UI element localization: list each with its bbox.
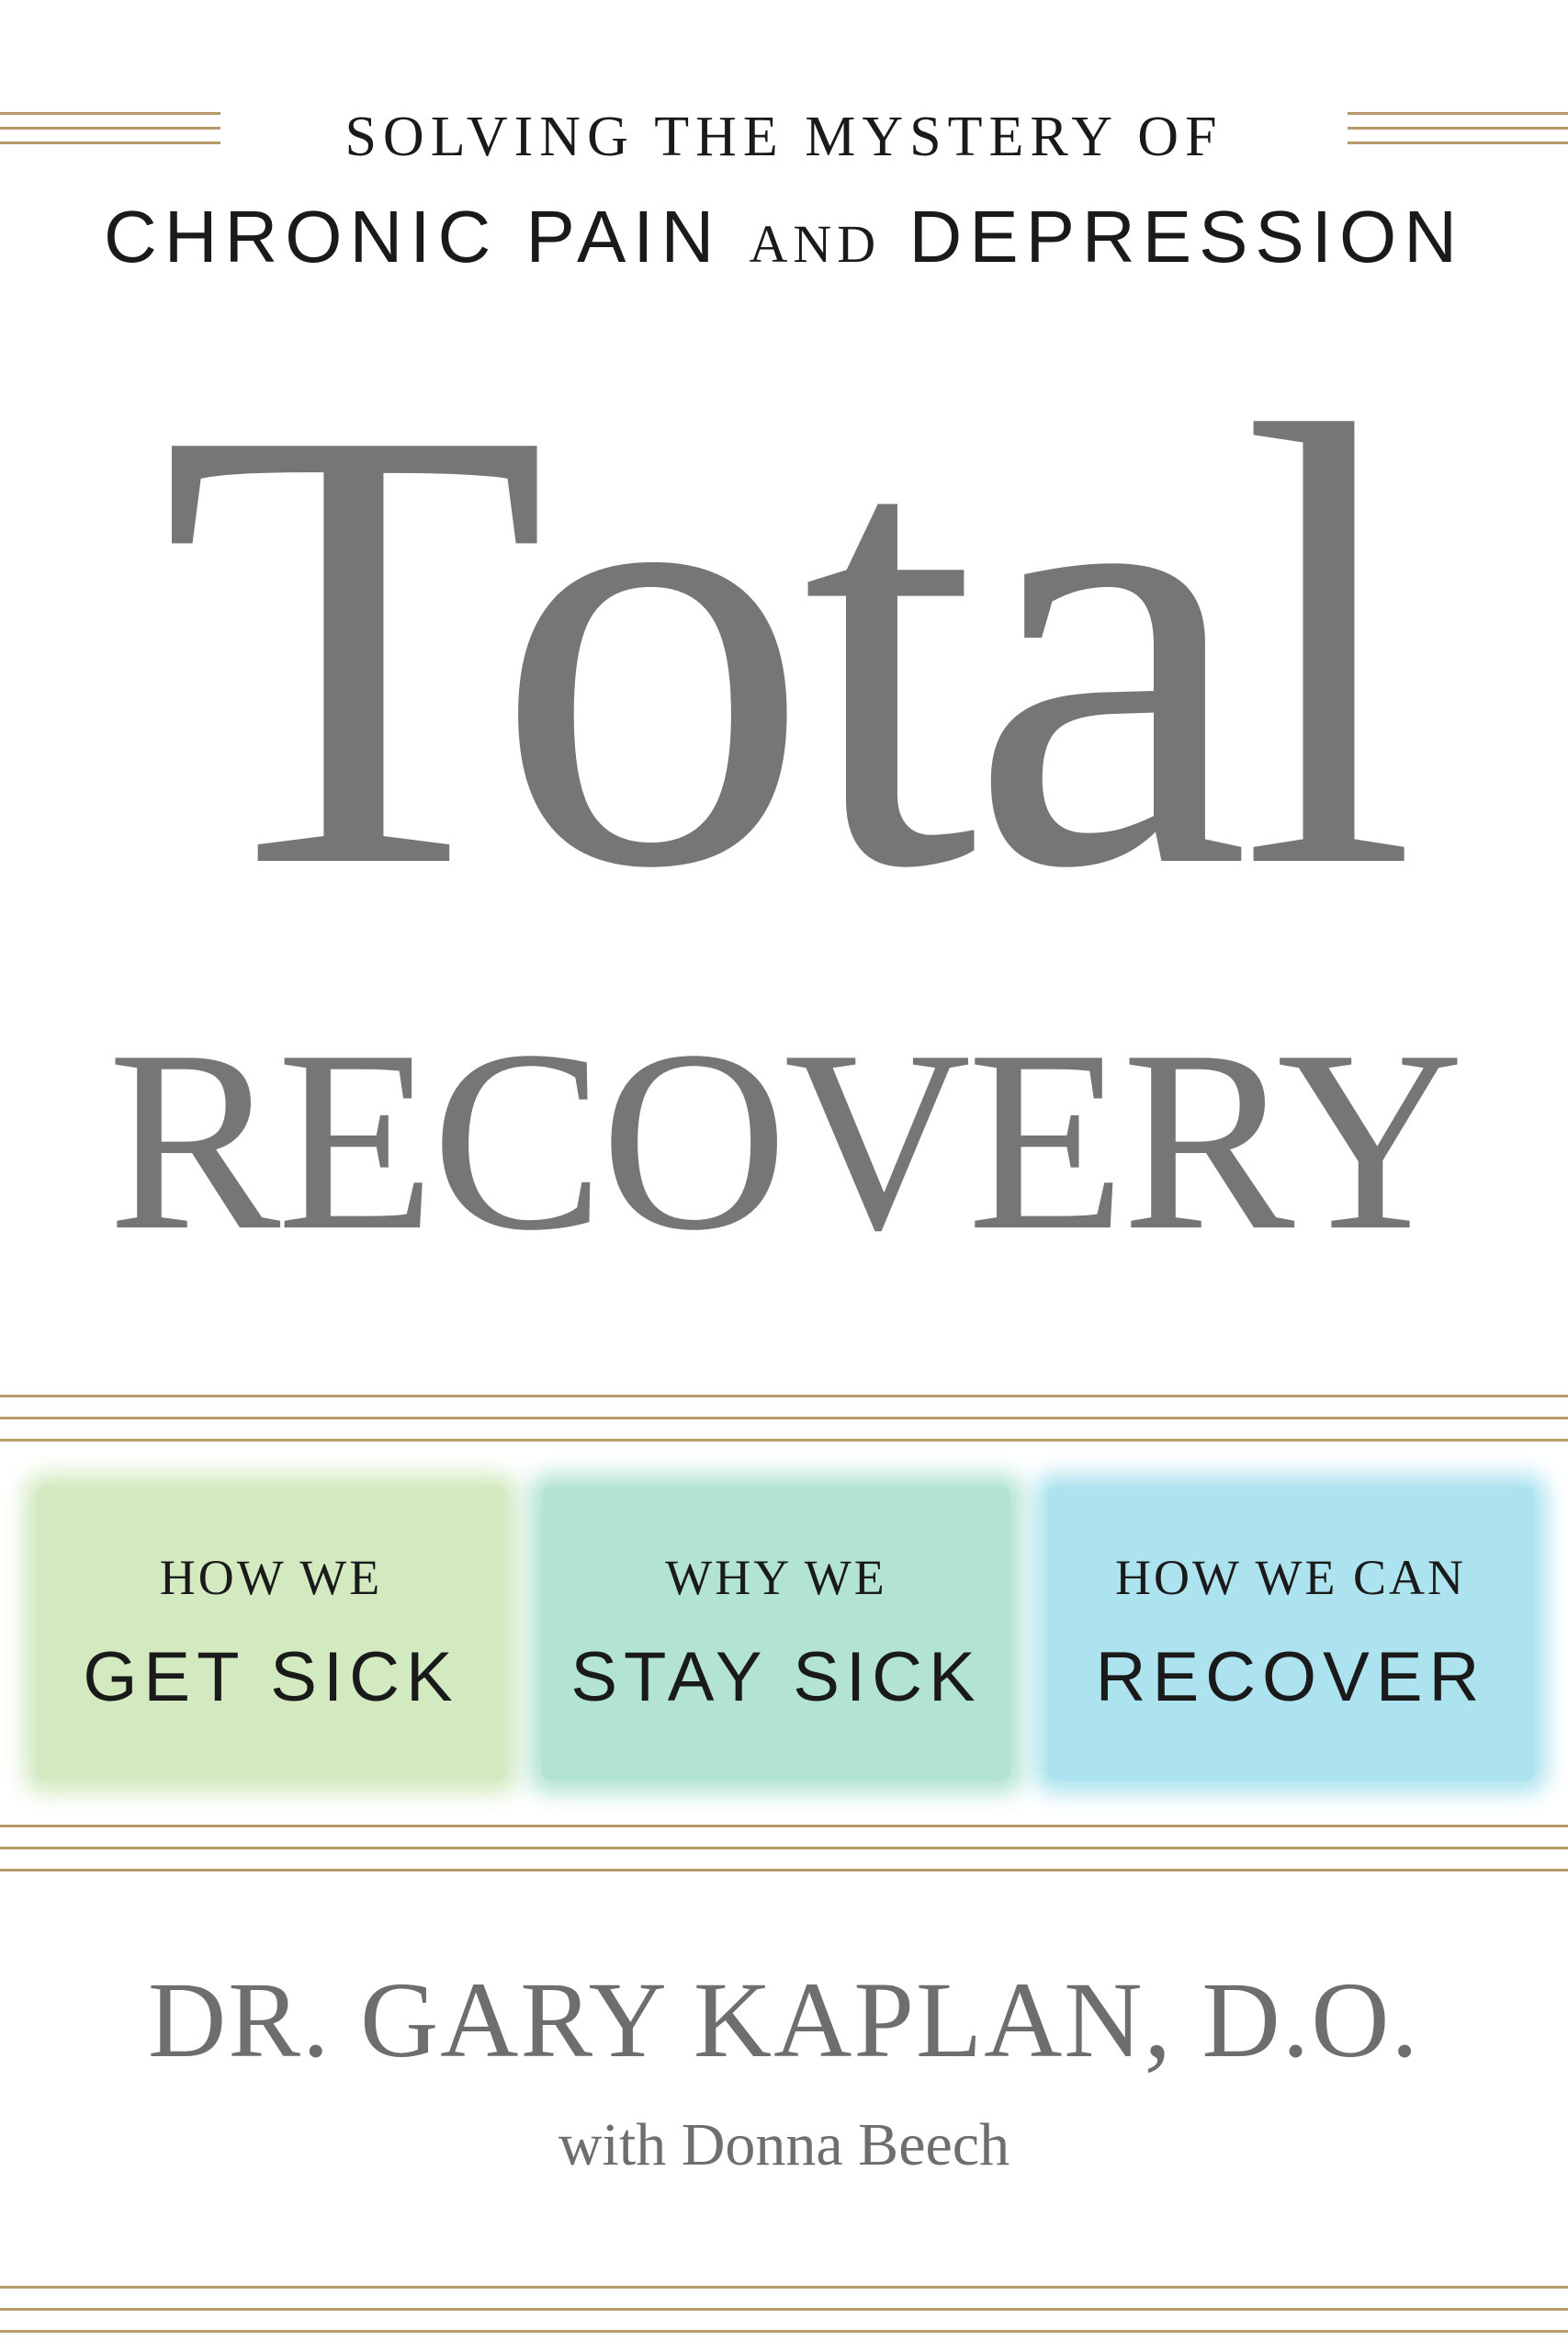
top-rule-right-1 (1348, 112, 1568, 115)
panel-1-line-2: GET SICK (83, 1638, 459, 1716)
panel-2-line-2: STAY SICK (570, 1638, 982, 1716)
bottom-rule-2 (0, 2308, 1568, 2311)
subtitle-and: AND (749, 214, 882, 274)
mid-rule-bottom-2 (0, 1847, 1568, 1849)
mid-rule-top-1 (0, 1395, 1568, 1397)
panel-get-sick: HOW WE GET SICK (37, 1487, 505, 1781)
panel-stay-sick: WHY WE STAY SICK (542, 1487, 1010, 1781)
top-rule-left-3 (0, 141, 220, 144)
top-rule-right-3 (1348, 141, 1568, 144)
author-name: DR. GARY KAPLAN, D.O. (148, 1960, 1420, 2080)
mid-rule-bottom-3 (0, 1869, 1568, 1871)
coauthor-name: with Donna Beech (558, 2111, 1010, 2178)
title-main: Total (160, 297, 1417, 999)
top-rule-left-1 (0, 112, 220, 115)
subtitle-chronic-pain: CHRONIC PAIN (103, 196, 722, 277)
subtitle-depression: DEPRESSION (908, 196, 1465, 277)
subtitle-line-1: SOLVING THE MYSTERY OF (344, 106, 1224, 168)
panel-3-line-1: HOW WE CAN (1115, 1550, 1466, 1605)
mid-rule-top-2 (0, 1417, 1568, 1419)
mid-rule-top-3 (0, 1439, 1568, 1442)
bottom-rule-3 (0, 2330, 1568, 2333)
top-rule-left-2 (0, 127, 220, 130)
panel-2-line-1: WHY WE (665, 1550, 887, 1605)
title-sub: RECOVERY (107, 997, 1463, 1283)
panel-1-line-1: HOW WE (159, 1550, 383, 1605)
bottom-rule-1 (0, 2286, 1568, 2289)
panel-recover: HOW WE CAN RECOVER (1047, 1487, 1534, 1781)
top-rule-right-2 (1348, 127, 1568, 130)
subtitle-line-2: CHRONIC PAIN AND DEPRESSION (0, 200, 1568, 274)
mid-rule-bottom-1 (0, 1825, 1568, 1827)
panel-3-line-2: RECOVER (1095, 1638, 1486, 1716)
